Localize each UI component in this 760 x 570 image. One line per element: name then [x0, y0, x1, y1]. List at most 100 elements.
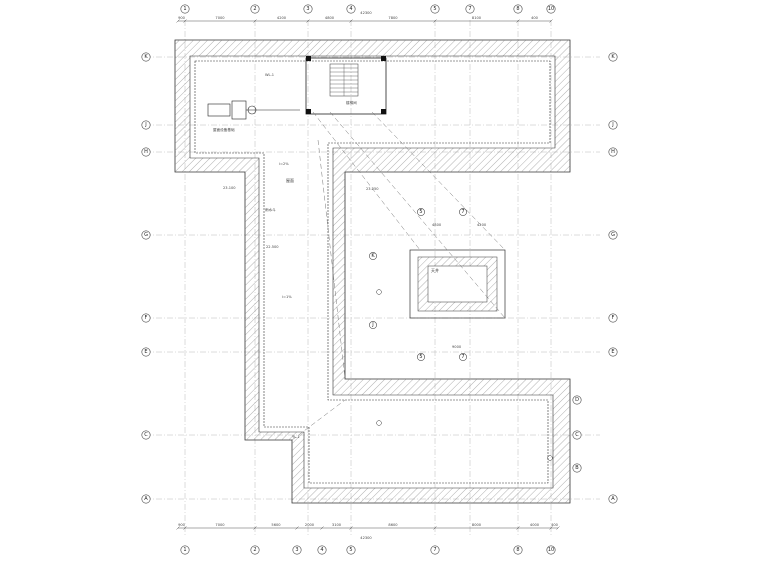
axis-bubble-top-5: 7 [465, 4, 475, 14]
axis-bubble-top-4-label: 5 [433, 6, 436, 12]
axis-bubble-top-1: 2 [250, 4, 260, 14]
roof-label: 屋面 [286, 177, 294, 183]
axis-bubble-right-4: F [608, 313, 618, 323]
dim-bottom-8: 400 [551, 523, 559, 527]
court-axis-bubble-j-label: J [371, 322, 373, 328]
axis-bubble-left-7-label: A [144, 496, 148, 502]
dim-top-5: 8100 [472, 16, 482, 20]
parapet-inner-outline [189, 55, 556, 489]
axis-bubble-bottom-5-label: 7 [433, 547, 436, 553]
stair-treads [330, 64, 358, 96]
axis-bubble-top-2: 3 [303, 4, 313, 14]
axis-bubble-right-5-label: E [611, 349, 614, 355]
dim-top-2: 4200 [277, 16, 287, 20]
dim-top-6: 400 [531, 16, 539, 20]
court-axis-bubble-2: 5 [417, 353, 425, 361]
axis-bubble-top-4: 5 [430, 4, 440, 14]
column-1 [306, 56, 311, 61]
court-axis-bubble-k-label: K [371, 253, 375, 259]
axis-bubble-top-5-label: 7 [468, 6, 471, 12]
axis-bubble-right-1: J [608, 120, 618, 130]
pipe-a: WL-1 [265, 73, 274, 77]
stair-core-box [305, 57, 387, 115]
column-3 [306, 109, 311, 114]
column-2 [381, 56, 386, 61]
axis-bubble-top-3: 4 [346, 4, 356, 14]
axis-bubble-right-7-label: C [575, 432, 579, 438]
axis-bubble-bottom-5: 7 [430, 545, 440, 555]
axis-bubble-bottom-3-label: 4 [320, 547, 323, 553]
court-axis-bubble-j: J [369, 321, 377, 329]
axis-bubble-bottom-6: 8 [513, 545, 523, 555]
axis-bubble-right-5: E [608, 347, 618, 357]
axis-bubble-left-6-label: C [144, 432, 148, 438]
dim-top-1: 7000 [215, 16, 225, 20]
dim-bottom-6: 8000 [472, 523, 482, 527]
axis-bubble-left-1: J [141, 120, 151, 130]
axis-bubble-right-2-label: H [611, 149, 615, 155]
parapet-outer-outline [174, 39, 571, 504]
axis-bubble-left-6: C [141, 430, 151, 440]
axis-bubble-right-4-label: F [612, 315, 615, 321]
axis-bubble-top-0-label: 1 [183, 6, 186, 12]
column-4 [381, 109, 386, 114]
court-axis-bubble-0: 5 [417, 208, 425, 216]
slope-b: i=1% [282, 295, 292, 299]
level-1: 23.100 [223, 186, 236, 190]
dim-bottom-2: 5600 [271, 523, 281, 527]
axis-bubble-top-1-label: 2 [253, 6, 256, 12]
court-dim-3: 9000 [452, 345, 462, 349]
dim-top-total: 42300 [360, 11, 372, 15]
axis-bubble-bottom-4-label: 5 [349, 547, 352, 553]
dim-bottom-4: 3100 [332, 523, 342, 527]
axis-bubble-right-0-label: K [611, 54, 615, 60]
dim-bottom-1: 7000 [215, 523, 225, 527]
dim-bottom-0: 900 [178, 523, 186, 527]
court-dim-2: 4200 [477, 223, 487, 227]
court-axis-bubble-1-label: 7 [461, 209, 464, 215]
dim-top-0: 900 [178, 16, 186, 20]
axis-bubble-bottom-6-label: 8 [516, 547, 519, 553]
axis-bubble-left-5: E [141, 347, 151, 357]
dim-bottom-7: 4000 [530, 523, 540, 527]
axis-bubble-bottom-1: 2 [250, 545, 260, 555]
courtyard-title: 天井 [431, 267, 439, 273]
axis-bubble-right-3: G [608, 230, 618, 240]
courtyard-outer [409, 249, 506, 319]
axis-bubble-left-3-label: G [144, 232, 148, 238]
axis-grid-lines [145, 20, 600, 535]
axis-bubble-bottom-4: 5 [346, 545, 356, 555]
level-3: 23.250 [366, 187, 379, 191]
axis-bubble-left-5-label: E [144, 349, 147, 355]
axis-bubble-bottom-0-label: 1 [183, 547, 186, 553]
axis-bubble-bottom-0: 1 [180, 545, 190, 555]
equipment-icon [207, 100, 300, 120]
axis-bubble-bottom-2: 3 [292, 545, 302, 555]
axis-bubble-left-1-label: J [144, 122, 146, 128]
dim-bottom-3: 2000 [305, 523, 315, 527]
drain-note: 雨水斗 [265, 207, 276, 212]
axis-bubble-right-8-label: B [575, 465, 579, 471]
axis-bubble-left-2-label: H [144, 149, 148, 155]
dim-top-3: 4800 [325, 16, 335, 20]
axis-bubble-top-2-label: 3 [306, 6, 309, 12]
dim-bottom-total: 42300 [360, 536, 372, 540]
court-dim-1: 4800 [432, 223, 442, 227]
axis-bubble-bottom-3: 4 [317, 545, 327, 555]
court-axis-bubble-0-label: 5 [419, 209, 422, 215]
rain-outlet-icon [376, 289, 553, 461]
parapet-hatch-band [175, 40, 570, 503]
axis-bubble-left-2: H [141, 147, 151, 157]
axis-bubble-top-3-label: 4 [349, 6, 352, 12]
axis-bubble-right-8: B [572, 463, 582, 473]
axis-bubble-right-6: D [572, 395, 582, 405]
axis-bubble-left-3: G [141, 230, 151, 240]
court-axis-bubble-3-label: 7 [461, 354, 464, 360]
axis-bubble-left-4: F [141, 313, 151, 323]
